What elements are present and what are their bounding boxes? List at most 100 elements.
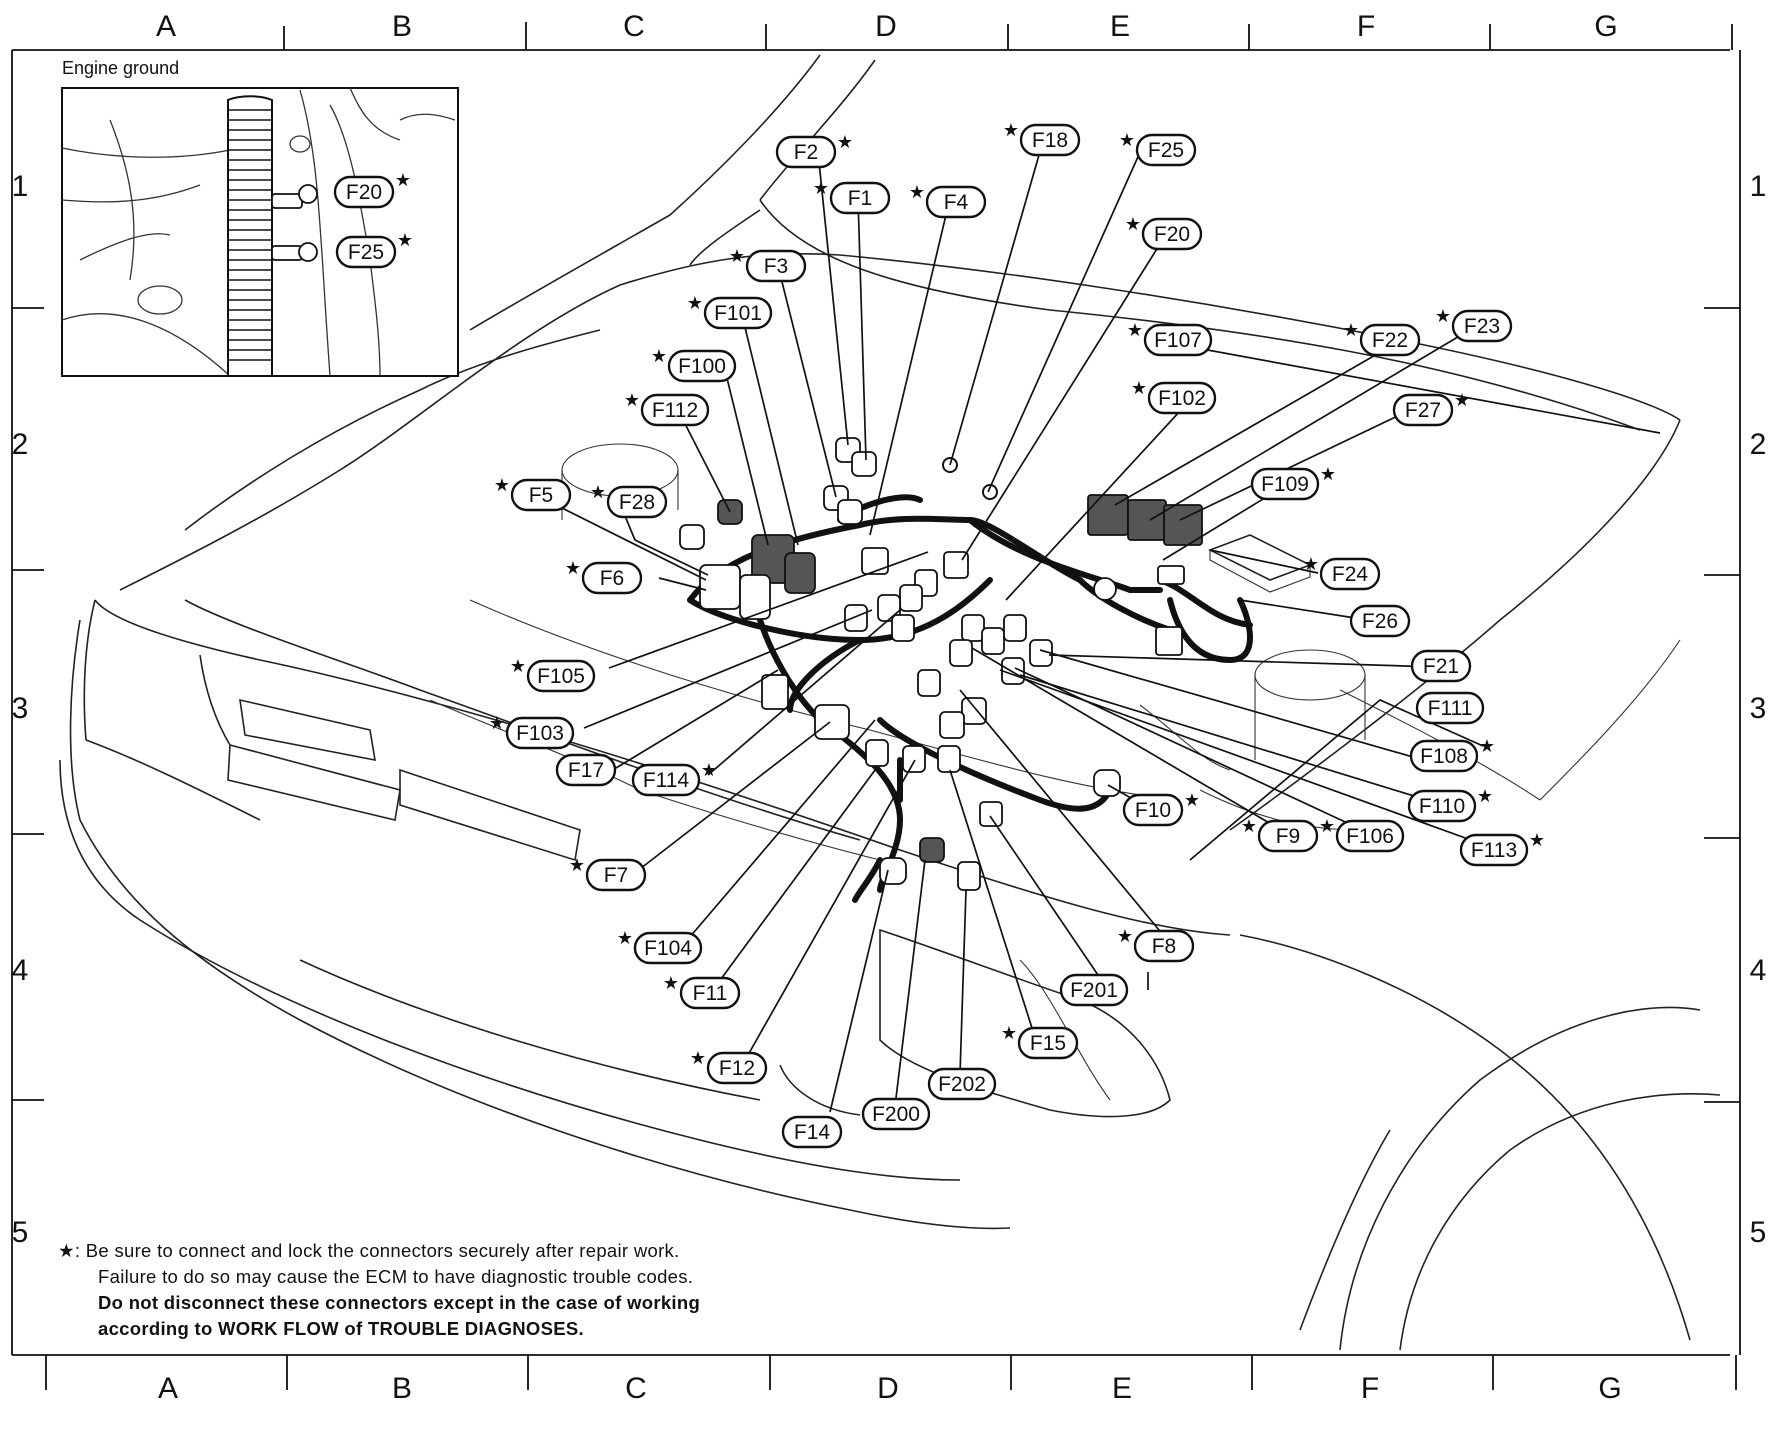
label-pill [1335,819,1405,853]
star-icon: ★ [489,713,505,733]
connector-label-f26: F26 [1349,604,1411,638]
star-icon: ★ [624,390,640,410]
connector-labels: F1★F2★F3★F4★F5★F6★F7★F8★F9★F10★F11★F12★F… [489,120,1545,1149]
star-icon: ★ [1131,378,1147,398]
connector-label-f4: F4★ [909,182,987,219]
connector-label-f8: F8★ [1117,926,1195,963]
connector-id: F20 [1154,223,1190,246]
connector-id: F25 [1148,139,1184,162]
connector-id: F101 [714,302,762,325]
connector-id: F110 [1419,795,1465,818]
connector-id: F11 [693,982,728,1005]
label-pill [633,931,703,965]
star-icon: ★ [1119,130,1135,150]
connector-id: F28 [619,491,655,514]
star-icon: ★ [590,482,606,502]
star-icon: ★ [395,170,411,190]
connector-label-f2: F2★ [775,132,853,169]
connector-label-f3: F3★ [729,246,807,283]
star-icon: ★ [663,973,679,993]
star-icon: ★ [651,346,667,366]
star-icon: ★ [690,1048,706,1068]
star-icon: ★ [1477,786,1493,806]
col-letter: G [1594,10,1617,43]
label-pill [1133,929,1195,963]
label-pill [1459,833,1529,867]
label-pill [1392,393,1454,427]
label-pill [706,1051,768,1085]
label-pill [1250,467,1320,501]
connector-label-f5: F5 ★ [494,475,572,512]
connector-id: F8 [1152,935,1177,958]
connector-label-f15: F15★ [1001,1023,1079,1060]
connector-id: F10 [1135,799,1171,822]
connector-id: F22 [1372,329,1408,352]
star-icon: ★ [1529,830,1545,850]
label-pill [679,976,741,1010]
label-pill [1257,819,1319,853]
label-pill [333,175,395,209]
connector-label-f200: F200 [861,1097,931,1131]
col-letter: D [877,1372,899,1405]
connector-id: F3 [764,255,789,278]
row-number: 2 [12,428,29,461]
note-line-2: Failure to do so may cause the ECM to ha… [98,1266,694,1287]
note-text-1: : Be sure to connect and lock the connec… [74,1240,680,1261]
row-number: 5 [12,1216,29,1249]
connector-id: F21 [1423,655,1459,678]
connector-label-f21: F21 [1410,649,1472,683]
connector-id: F17 [568,759,604,782]
connector-label-f20: F20★ [1125,214,1203,251]
connector-label-f106: F106★ [1319,816,1405,853]
label-pill [925,185,987,219]
connector-label-f201: F201 [1059,973,1129,1007]
label-pill [505,716,575,750]
star-icon: ★ [1343,320,1359,340]
inset-label-f25: F25★ [335,230,413,269]
label-pill [1410,649,1472,683]
star-icon: ★ [1319,816,1335,836]
star-icon: ★ [687,293,703,313]
connector-id: F2 [794,141,819,164]
connector-label-f27: F27★ [1392,390,1470,427]
label-pill [606,485,668,519]
connector-id: F6 [600,567,625,590]
connector-id: F113 [1471,839,1517,862]
label-pill [1359,323,1421,357]
connector-label-f109: F109★ [1250,464,1336,501]
connector-id: F23 [1464,315,1500,338]
connector-id: F25 [348,241,384,264]
inset-labels: F20★F25★ [333,170,413,269]
connector-label-f18: F18 ★ [1003,120,1081,157]
label-pill [861,1097,931,1131]
star-icon: ★ [494,475,510,495]
connector-id: F26 [1362,610,1398,633]
star-icon: ★ [701,760,717,780]
connector-id: F12 [719,1057,755,1080]
connector-id: F202 [938,1073,986,1096]
connector-bodies [679,437,1203,891]
star-icon: ★ [510,656,526,676]
star-icon: ★ [569,855,585,875]
star-icon: ★ [1003,120,1019,140]
label-pill [703,296,773,330]
connector-id: F15 [1030,1032,1066,1055]
col-letter: B [392,10,412,43]
star-icon: ★ [813,178,829,198]
label-pill [585,858,647,892]
label-pill [1407,789,1477,823]
star-icon: ★ [617,928,633,948]
label-pill [781,1115,843,1149]
connector-id: F108 [1420,745,1468,768]
star-icon: ★ [1241,816,1257,836]
connector-label-f113: F113 ★ [1459,830,1545,867]
grid-frame [11,22,1741,1390]
connector-label-f6: F6★ [565,558,643,595]
leader-lines [535,149,1661,1113]
connector-id: F18 [1032,129,1068,152]
connector-id: F5 [529,484,554,507]
label-pill [1451,309,1513,343]
connector-label-f25: F25 ★ [1119,130,1197,167]
label-pill [640,393,710,427]
